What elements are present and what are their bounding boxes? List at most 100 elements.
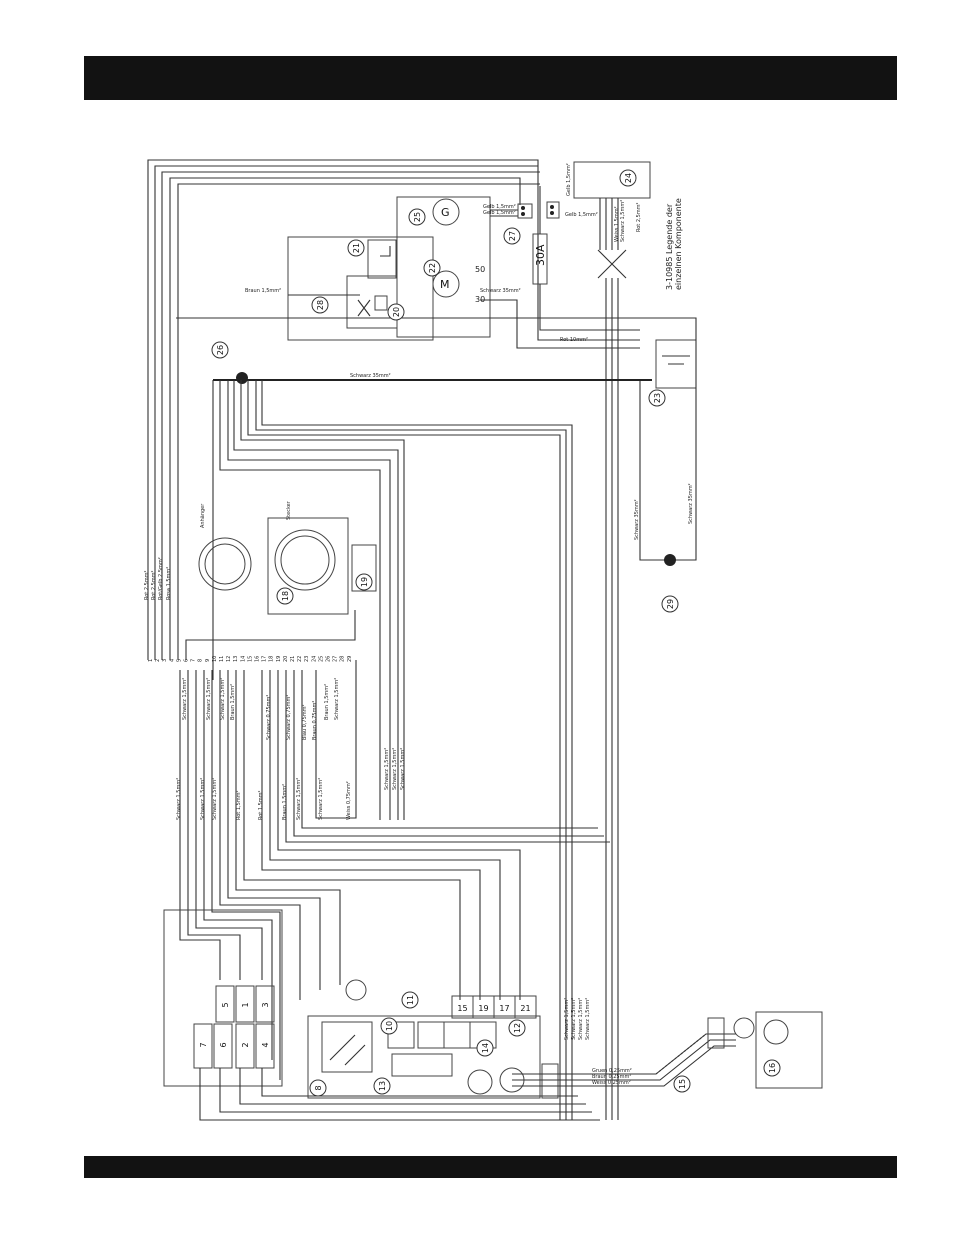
callout-number: 8 [314,1085,323,1090]
pin-number: 16 [255,656,261,662]
callout-circle [661,595,679,613]
callout-circle [423,259,441,277]
wire-label: Gelb 1,5mm² [483,210,516,216]
wire-label: Schwarz 1,5mm² [212,778,218,820]
pin-number: 13 [233,656,239,662]
wire-label: Braun 1,5mm² [245,288,281,294]
wire-label: Schwarz 35mm² [480,288,521,294]
callout-circle [401,991,419,1009]
wire-label: Braun 1,5mm² [230,684,236,720]
wire-label: Schwarz 0,75mm² [266,695,272,740]
wire-label: Schwarz 1,5mm² [564,998,570,1040]
wire-label: Weiss 0,75mm² [346,781,352,820]
wire-label: Schwarz 1,5mm² [392,748,398,790]
fuse-label: 30A [534,244,547,266]
callout-number: 13 [378,1081,387,1091]
pin-number: 22 [297,656,303,662]
wire-label: Rosa 1,5mm² [166,567,172,600]
pin-number: 21 [290,656,296,662]
callout-number: 10 [385,1021,394,1031]
wire-label: Schwarz 35mm² [350,373,391,379]
pin-number: 20 [283,656,289,662]
ignition-switch: Gelb 1,5mm² Gelb 1,5mm² Weiss 1,5mm² Sch… [565,161,683,1120]
callout-number: 18 [281,591,290,601]
ground-labels: Schwarz 1,5mm² Schwarz 1,5mm² Schwarz 1,… [384,748,591,1040]
wire-label: Weiss 1,5mm² [614,206,620,242]
callout-circle [309,1079,327,1097]
trailer-sockets: Anhänger Stecker [198,500,377,615]
relay-2: 2 [241,1042,250,1047]
terminal-label: 17 [499,1004,509,1013]
relay-4: 4 [261,1042,270,1047]
terminal-label: 21 [520,1004,530,1013]
wire-label: Schwarz 1,5mm² [334,678,340,720]
callout-circle [503,227,521,245]
pin-number: 12 [226,656,232,662]
callout-number: 16 [768,1063,777,1073]
wire-label: Braun 1,5mm² [324,684,330,720]
pin-number: 4 [169,659,175,662]
relay-7: 7 [199,1042,208,1047]
callout-number: 27 [508,231,517,241]
wire-label: Schwarz 1,5mm² [206,678,212,720]
pin-number: 26 [326,656,332,662]
socket-a-label: Anhänger [200,503,206,528]
callout-circle [763,1059,781,1077]
pin-number: 24 [311,656,317,662]
wire-label: Schwarz 1,5mm² [176,778,182,820]
callout-circle [355,573,373,591]
wire-label: Schwarz 1,5mm² [400,748,406,790]
callout-number: 21 [352,243,361,253]
wire-label: Schwarz 35mm² [688,483,694,524]
generator-symbol [432,198,460,226]
callout-circle [276,587,294,605]
terminal-label: 15 [457,1004,467,1013]
pin-number: 23 [304,656,310,662]
pin-number: 28 [340,656,346,662]
bundle-labels: Schwarz 1,5mm² Schwarz 1,5mm² Schwarz 1,5m… [176,678,352,820]
callout-circle [373,1077,391,1095]
pin-number: 15 [247,656,253,662]
pin-number: 27 [333,656,339,662]
harness-top [147,159,640,660]
wire-label: Schwarz 1,5mm² [384,748,390,790]
callout-number: 12 [513,1023,522,1033]
callout-circle [311,296,329,314]
pin-number: 25 [318,656,324,662]
legend-line-2: einzelnen Komponente [674,198,683,290]
relay-6: 6 [219,1042,228,1047]
callout-circle [476,1039,494,1057]
pin-number: 18 [269,656,275,662]
harness-bundle [179,660,610,1080]
callout-number: 14 [481,1043,490,1053]
terminal-50: 50 [475,265,485,274]
footer-bar [84,1156,897,1178]
pin-number: 14 [240,656,246,662]
wire-label: Gelb 1,5mm² [566,163,572,196]
wire-label: Rot 10mm² [560,337,588,343]
wire-label: Schwarz 1,5mm² [182,678,188,720]
relay-1: 1 [241,1002,250,1007]
wire-label: Schwarz 35mm² [634,499,640,540]
wire-label: Schwarz 0,75mm² [286,695,292,740]
callout-number: 28 [316,300,325,310]
fuse-area: 30A [480,186,640,349]
pin-number: 9 [205,659,211,662]
pin-number: 19 [276,656,282,662]
header-bar [84,56,897,100]
wire-label: Schwarz 1,5mm² [296,778,302,820]
wire-label: Gelb 1,5mm² [483,204,516,210]
callout-circle [508,1019,526,1037]
terminal-box [514,995,537,1019]
pin-number: 1 [148,659,154,662]
motor-symbol [432,270,460,298]
callout-number: 22 [428,263,437,273]
legend-line-1: 3-10985 Legende der [665,203,674,290]
callout-number: 11 [406,995,415,1005]
callout-number: 15 [678,1079,687,1089]
wire-label: Schwarz 1,5mm² [571,998,577,1040]
pin-number: 29 [347,656,353,662]
